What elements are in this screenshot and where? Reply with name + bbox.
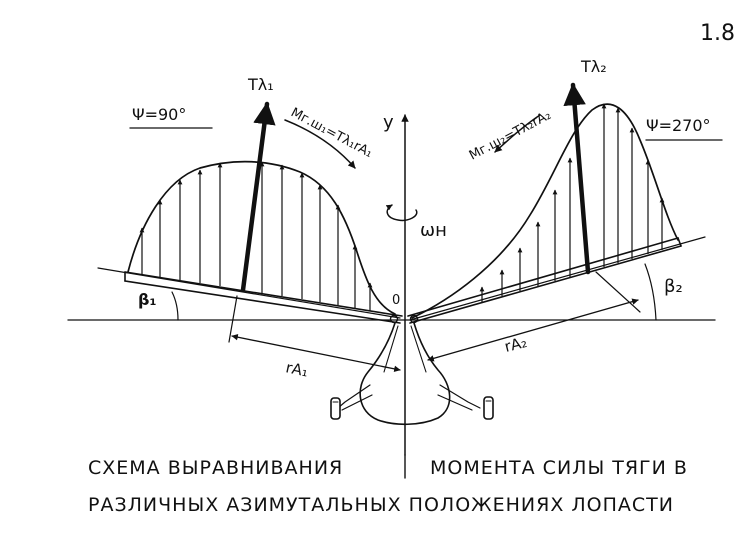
right-incline-line (409, 236, 706, 321)
right-moment-label: Mг.ш₂=Tλ₂rA₂ (467, 108, 554, 164)
rotation-arrow (385, 204, 418, 222)
psi-left-label: Ψ=90° (132, 105, 186, 124)
right-blade (407, 237, 682, 324)
arm-left-label: rA₁ (284, 358, 310, 380)
arm-right-label: rA₂ (503, 333, 529, 356)
right-wheel (483, 396, 494, 420)
caption-line1-left: СХЕМА ВЫРАВНИВАНИЯ (88, 457, 344, 479)
y-axis-label: y (383, 112, 394, 133)
omega-label: ωн (420, 220, 447, 241)
helicopter-fuselage (337, 322, 481, 426)
right-resultant-thrust-arrow (563, 82, 591, 275)
psi-right-label: Ψ=270° (646, 116, 711, 135)
left-moment-arrow (284, 119, 356, 169)
page-number: 1.8 (700, 21, 735, 46)
left-wheel (330, 397, 341, 420)
caption-line2: РАЗЛИЧНЫХ АЗИМУТАЛЬНЫХ ПОЛОЖЕНИЯХ ЛОПАСТ… (88, 494, 674, 516)
right-distribution-arrows (479, 103, 665, 302)
right-thrust-label: Tλ₂ (580, 57, 607, 76)
left-resultant-thrust-arrow (240, 101, 276, 293)
left-distribution-arrows (139, 161, 373, 311)
left-hinge (389, 314, 399, 324)
left-thrust-label: Tλ₁ (247, 75, 274, 94)
left-moment-label: Mг.ш₁=Tλ₁rA₁ (288, 105, 375, 161)
beta-right-arc (644, 263, 657, 321)
arm-left-dimension (231, 333, 401, 373)
left-thrust-curve (127, 160, 396, 315)
right-moment-arrow (494, 114, 541, 153)
caption-line1-right: МОМЕНТА СИЛЫ ТЯГИ В (430, 457, 688, 479)
origin-label: 0 (392, 293, 400, 308)
arm-right-dimension (427, 298, 639, 362)
left-blade (124, 271, 403, 324)
beta-left-arc (171, 291, 179, 321)
right-thrust-curve (411, 103, 679, 319)
beta-right-label: β₂ (664, 276, 683, 297)
arm-left-extension (228, 295, 238, 343)
beta-left-label: β₁ (138, 290, 156, 309)
